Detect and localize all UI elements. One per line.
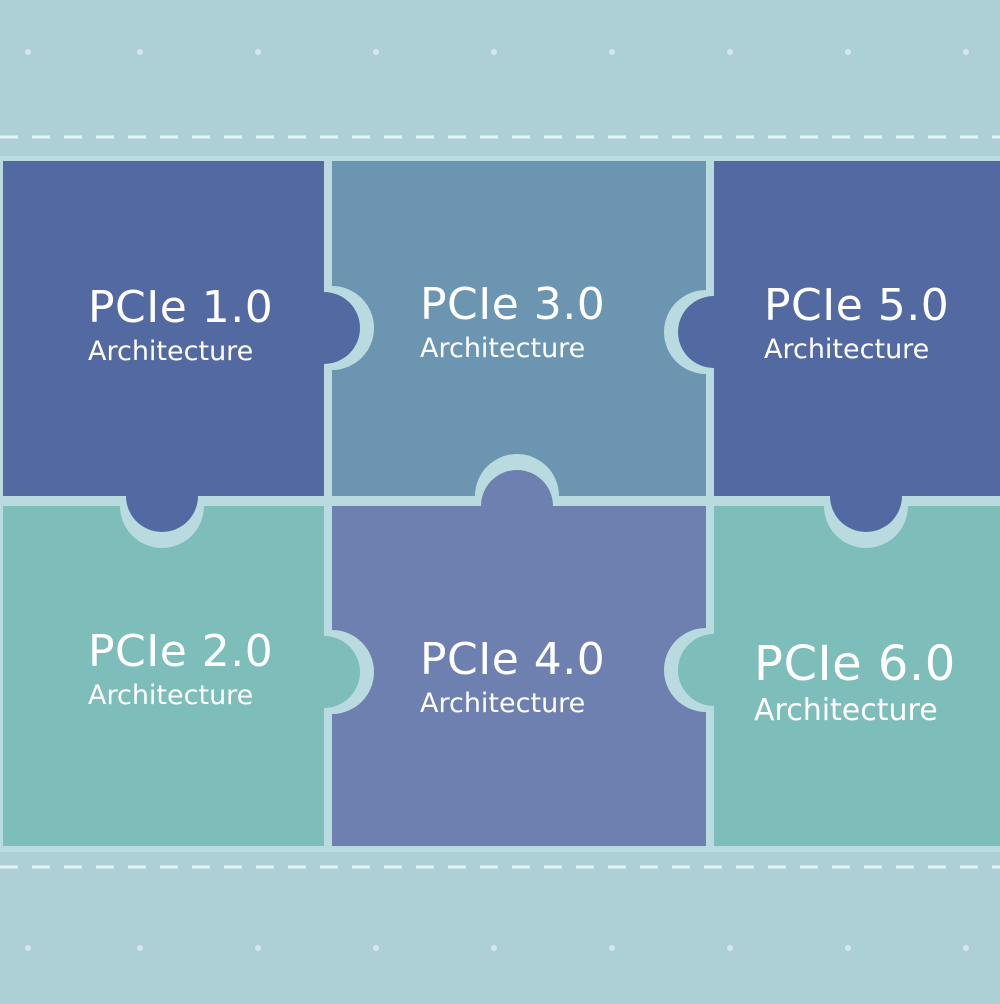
piece-subtitle: Architecture (754, 693, 938, 728)
background-dot (727, 49, 733, 55)
background-dot (845, 49, 851, 55)
background-dots (25, 49, 969, 951)
background-dot (255, 49, 261, 55)
piece-label-pcie1: PCIe 1.0 Architecture (88, 282, 274, 367)
background-dot (727, 945, 733, 951)
background-dot (373, 945, 379, 951)
piece-title: PCIe 1.0 (88, 282, 274, 333)
piece-label-pcie5: PCIe 5.0 Architecture (764, 280, 950, 365)
puzzle-piece-pcie4 (332, 470, 706, 846)
piece-title: PCIe 4.0 (420, 634, 606, 685)
puzzle-piece-pcie3 (332, 161, 706, 496)
piece-subtitle: Architecture (88, 680, 254, 711)
piece-title: PCIe 3.0 (420, 279, 606, 330)
background-dot (609, 49, 615, 55)
background-dot (373, 49, 379, 55)
background-dot (137, 49, 143, 55)
background-dot (963, 945, 969, 951)
background-dot (137, 945, 143, 951)
background-dot (491, 945, 497, 951)
piece-label-pcie3: PCIe 3.0 Architecture (420, 279, 606, 364)
background-dot (963, 49, 969, 55)
piece-label-pcie4: PCIe 4.0 Architecture (420, 634, 606, 719)
piece-subtitle: Architecture (420, 333, 586, 364)
piece-subtitle: Architecture (420, 688, 586, 719)
puzzle-pieces (3, 161, 1000, 846)
background-dot (255, 945, 261, 951)
background-dot (609, 945, 615, 951)
puzzle-piece-pcie6 (678, 506, 1000, 846)
background-dot (845, 945, 851, 951)
piece-label-pcie2: PCIe 2.0 Architecture (88, 626, 274, 711)
piece-title: PCIe 6.0 (754, 636, 956, 692)
background-dot (491, 49, 497, 55)
puzzle-piece-pcie5 (678, 161, 1000, 532)
puzzle-piece-pcie1 (3, 161, 360, 532)
background-dot (25, 49, 31, 55)
piece-title: PCIe 5.0 (764, 280, 950, 331)
background-dot (25, 945, 31, 951)
piece-title: PCIe 2.0 (88, 626, 274, 677)
piece-subtitle: Architecture (88, 336, 254, 367)
puzzle-piece-pcie2 (3, 506, 360, 846)
piece-subtitle: Architecture (764, 334, 930, 365)
piece-label-pcie6: PCIe 6.0 Architecture (754, 640, 956, 726)
